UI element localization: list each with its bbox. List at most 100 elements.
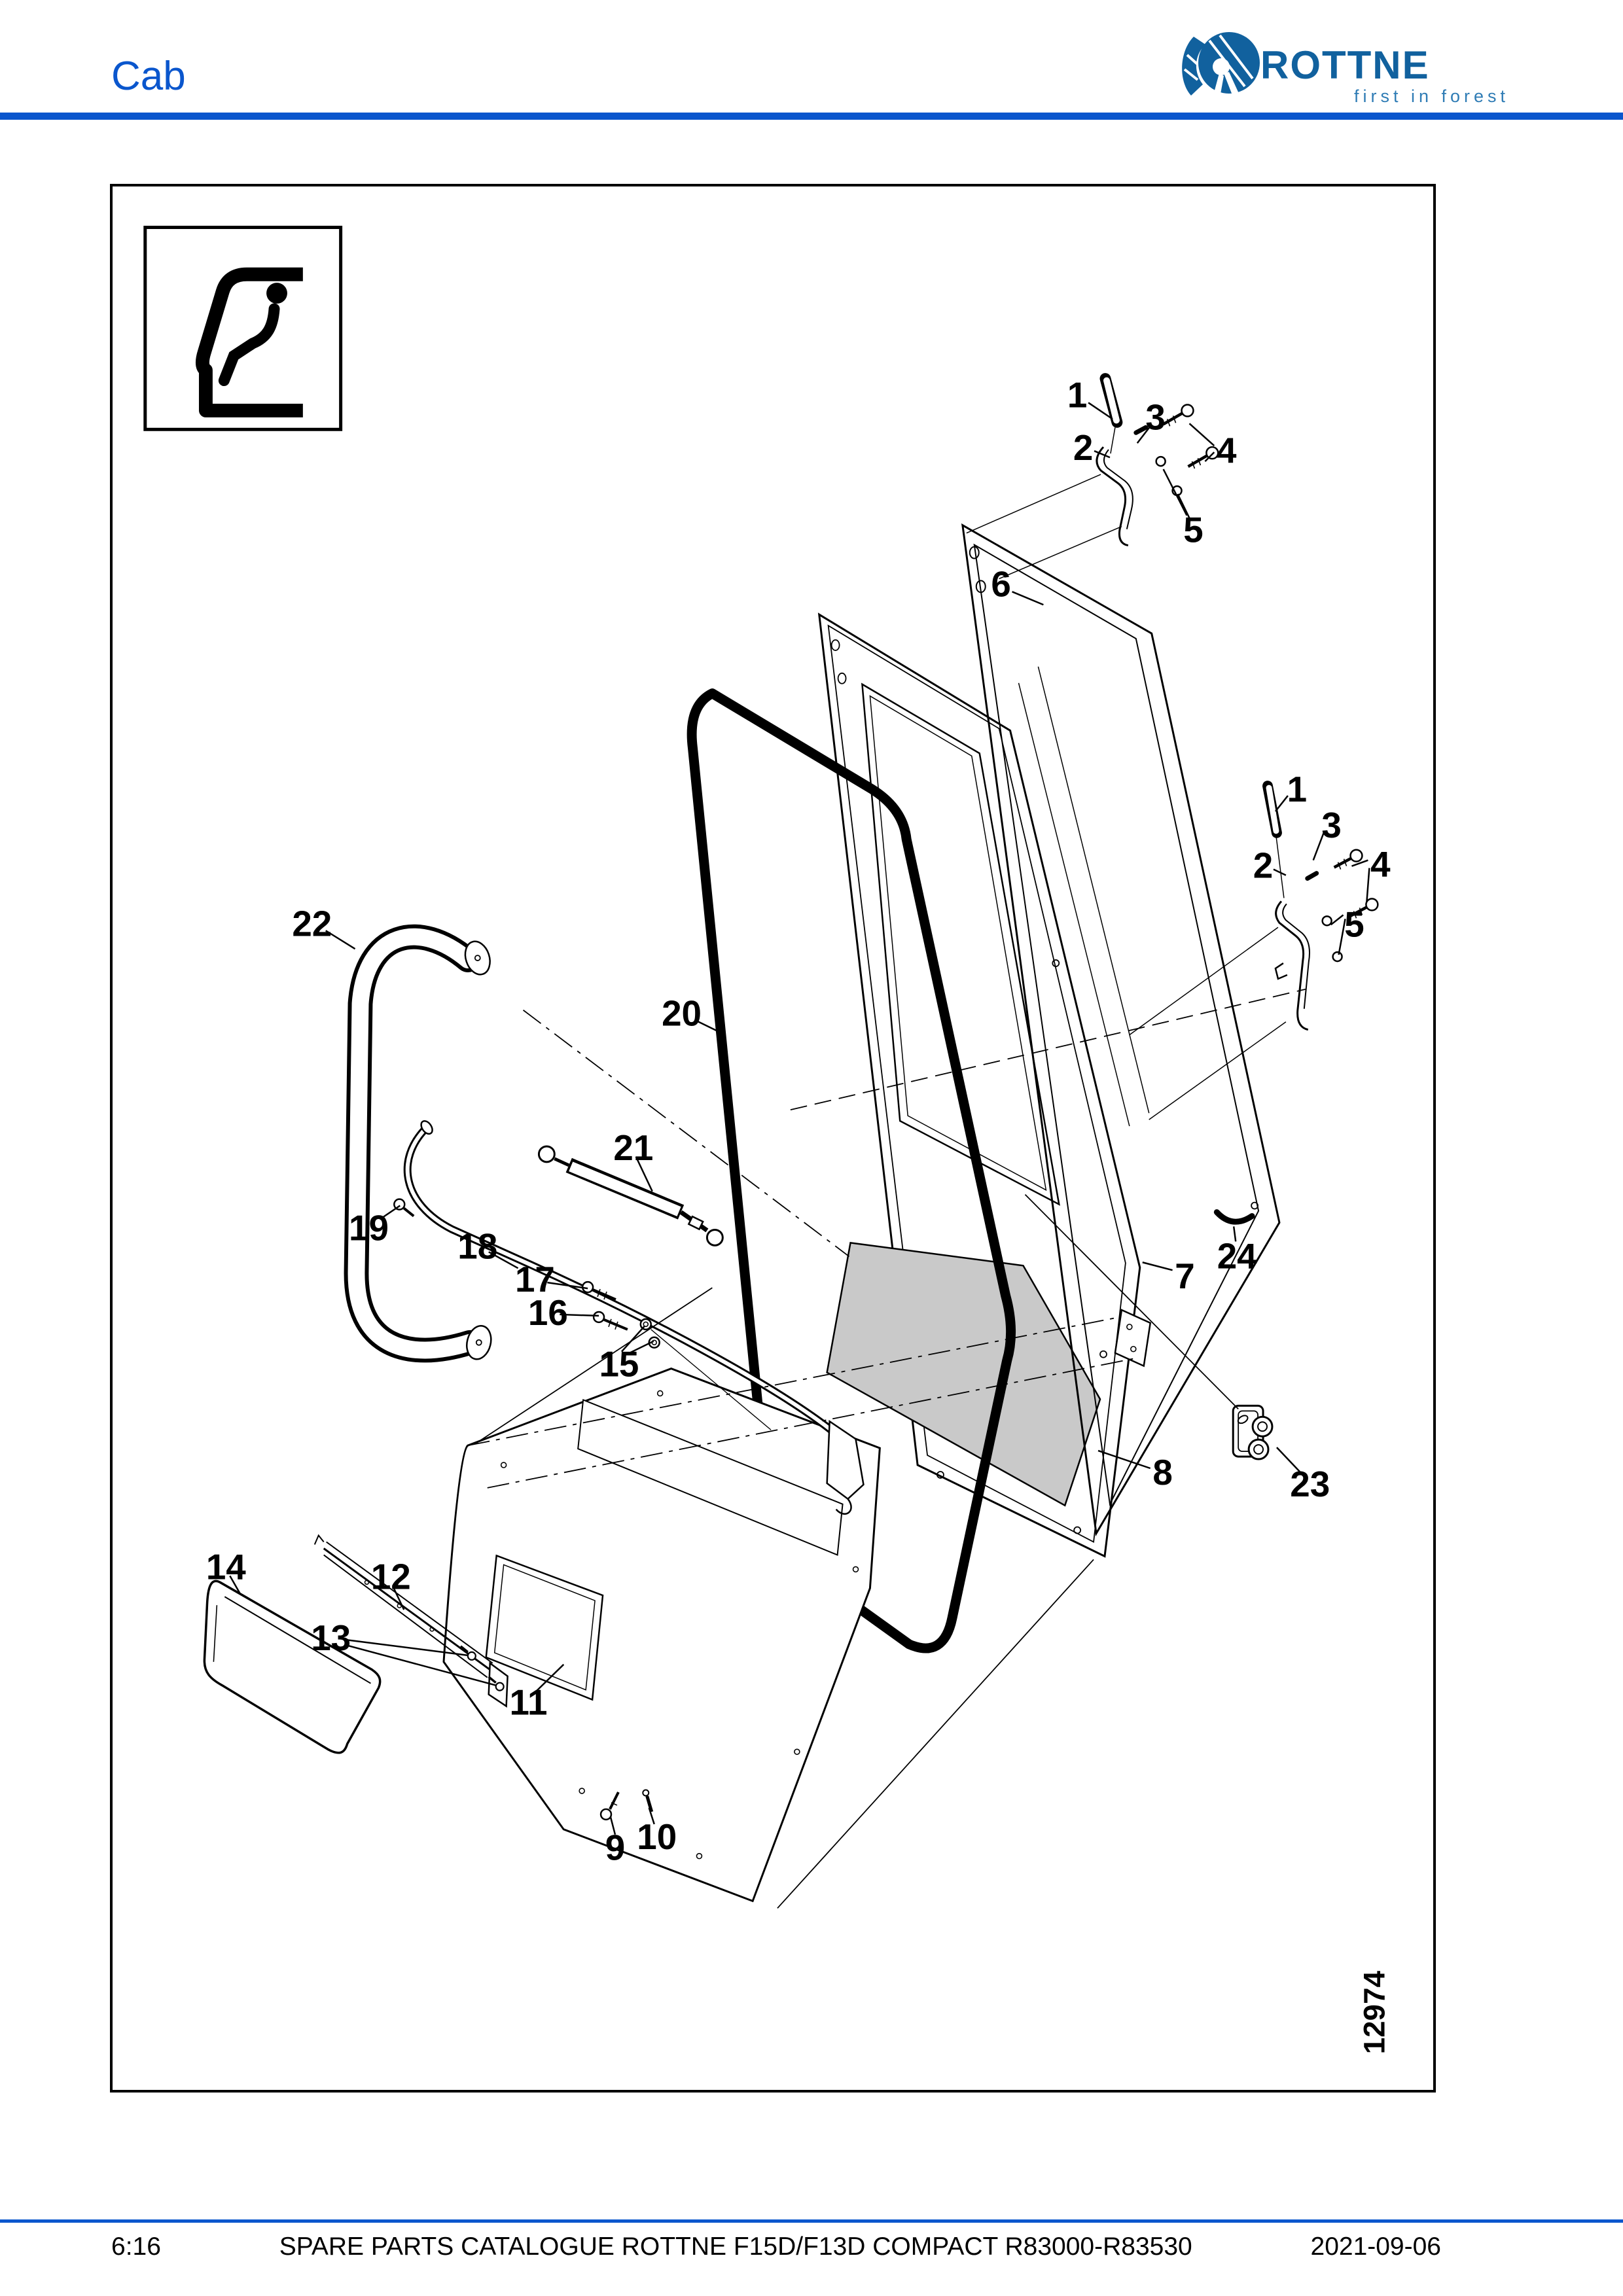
part-label-8: 8 <box>1152 1452 1172 1492</box>
leader-line <box>609 1816 616 1835</box>
part-label-7: 7 <box>1175 1256 1194 1296</box>
rottne-logo-graphic: ROTTNE first in forest <box>1182 32 1509 106</box>
part-label-21: 21 <box>613 1127 653 1168</box>
construction-lines <box>467 989 1306 1909</box>
part-label-20: 20 <box>662 993 702 1034</box>
lock-mount-plate <box>1114 1309 1152 1368</box>
leader-line <box>488 1251 519 1269</box>
leader-line <box>1338 919 1346 955</box>
exploded-view-diagram: 1324561324522202119181716151412131191024… <box>143 226 1391 2055</box>
bar-mount-bracket <box>826 1420 865 1500</box>
part-16-screw <box>592 1311 628 1331</box>
rottne-wordmark: ROTTNE <box>1260 43 1430 87</box>
part-label-5: 5 <box>1344 904 1364 944</box>
rottne-tagline: first in forest <box>1354 86 1509 106</box>
leader-line <box>547 1281 588 1290</box>
leader-line <box>1142 1262 1173 1271</box>
part-label-6: 6 <box>991 563 1010 604</box>
footer: 6:16 SPARE PARTS CATALOGUE ROTTNE F15D/F… <box>111 2233 1441 2261</box>
part-22-grab-handle <box>344 924 492 1363</box>
part-9-screw <box>599 1792 620 1821</box>
figure-number: 12974 <box>1357 1971 1391 2055</box>
part-18-grab-bar <box>403 1120 865 1515</box>
leader-line <box>635 1156 653 1192</box>
leader-line <box>1232 1226 1237 1242</box>
part-6-door-glass <box>961 523 1281 1537</box>
part-label-14: 14 <box>206 1546 246 1587</box>
leader-line <box>648 1807 655 1825</box>
part-10-plug <box>642 1789 654 1812</box>
leader-line <box>1274 795 1289 812</box>
part-label-2: 2 <box>1073 427 1093 468</box>
leader-line <box>1177 493 1190 519</box>
cab-pictogram-box <box>143 226 343 431</box>
rottne-logo: ROTTNE first in forest <box>1171 29 1512 111</box>
upper-hinge-assembly <box>966 373 1219 580</box>
part-20-rubber-seal <box>687 688 1016 1653</box>
part-label-10: 10 <box>637 1816 677 1857</box>
part-24-clip <box>1213 1209 1255 1225</box>
rottne-sawblade-icon <box>1182 32 1260 105</box>
part-label-19: 19 <box>349 1207 389 1248</box>
door-outline-icon <box>195 267 303 417</box>
part-label-3: 3 <box>1321 805 1341 845</box>
part-23-latch <box>1232 1404 1274 1460</box>
leader-line <box>535 1663 565 1692</box>
leader-line <box>560 1313 599 1317</box>
leader-line <box>620 1326 645 1352</box>
leader-line <box>1162 468 1188 516</box>
leader-line <box>626 1340 654 1355</box>
part-label-4: 4 <box>1217 430 1237 470</box>
part-label-11: 11 <box>510 1682 548 1723</box>
part-21-gas-spring <box>537 1145 724 1246</box>
leader-line <box>379 1205 401 1220</box>
leader-line <box>345 1638 469 1657</box>
part-label-4: 4 <box>1370 844 1391 885</box>
leader-line <box>1312 832 1325 861</box>
part-13-screws <box>459 1645 505 1691</box>
footer-catalogue-title: SPARE PARTS CATALOGUE ROTTNE F15D/F13D C… <box>279 2233 1192 2261</box>
leader-line <box>1276 1447 1302 1474</box>
operator-head-icon <box>266 283 287 304</box>
part-17-screw <box>581 1280 616 1301</box>
leader-line <box>1188 423 1215 447</box>
leader-line <box>1097 1449 1151 1470</box>
part-label-1: 1 <box>1287 769 1307 809</box>
part-label-18: 18 <box>457 1226 497 1266</box>
part-label-23: 23 <box>1290 1464 1330 1504</box>
leader-line <box>1273 868 1287 876</box>
leader-line <box>392 1585 405 1610</box>
leader-line <box>1012 591 1044 606</box>
header-divider <box>0 113 1623 120</box>
footer-page-ref: 6:16 <box>111 2233 161 2261</box>
part-label-2: 2 <box>1253 845 1273 886</box>
part-14-lower-front-panel <box>203 1580 382 1754</box>
part-label-9: 9 <box>605 1828 625 1868</box>
leader-line <box>1330 914 1344 926</box>
leader-line <box>229 1575 241 1595</box>
leader-line <box>1204 451 1215 462</box>
leader-line <box>1088 402 1113 420</box>
part-label-1: 1 <box>1067 375 1087 415</box>
part-11-lower-door-panel <box>442 1368 881 1903</box>
part-label-24: 24 <box>1217 1235 1257 1276</box>
leader-line <box>1366 868 1370 902</box>
part-label-3: 3 <box>1145 397 1165 437</box>
lower-hinge-assembly <box>1129 781 1379 1120</box>
part-label-5: 5 <box>1183 510 1203 550</box>
part-15-washers <box>639 1318 772 1430</box>
leader-line <box>1094 450 1111 459</box>
part-label-15: 15 <box>599 1344 639 1385</box>
leader-line <box>694 1019 726 1036</box>
footer-divider <box>0 2219 1623 2223</box>
part-label-12: 12 <box>371 1556 411 1597</box>
part-label-17: 17 <box>515 1259 555 1299</box>
operator-body-icon <box>218 303 280 387</box>
part-label-16: 16 <box>528 1292 568 1333</box>
leader-line <box>1136 425 1151 444</box>
footer-date: 2021-09-06 <box>1310 2233 1442 2261</box>
leader-line <box>1351 859 1368 867</box>
page-title: Cab <box>111 54 186 99</box>
